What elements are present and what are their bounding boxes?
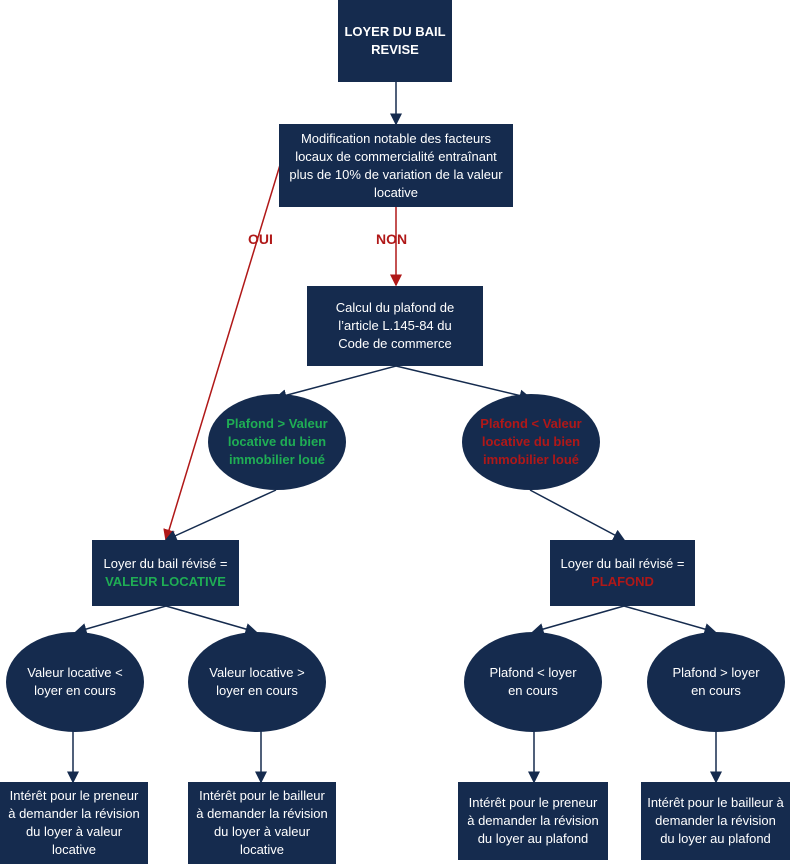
vl-gt-node: Valeur locative > loyer en cours	[188, 632, 326, 732]
plafond-calc-label: Calcul du plafond de l’article L.145-84 …	[335, 300, 455, 351]
outcome-preneur-pl-node: Intérêt pour le preneur à demander la ré…	[458, 782, 608, 860]
result-vl-value: VALEUR LOCATIVE	[105, 574, 226, 589]
result-valeur-locative-node: Loyer du bail révisé = VALEUR LOCATIVE	[92, 540, 239, 606]
non-label: NON	[376, 231, 408, 247]
plafond-calc-node: Calcul du plafond de l’article L.145-84 …	[307, 286, 483, 366]
edge-gt-result-vl	[164, 489, 277, 542]
edge-pl-left	[531, 605, 625, 635]
pl-lt-label: Plafond < loyer en cours	[489, 665, 577, 698]
vl-lt-node: Valeur locative < loyer en cours	[6, 632, 144, 732]
outcome-4-label: Intérêt pour le bailleur à demander la r…	[647, 795, 784, 846]
result-vl-prefix: Loyer du bail révisé =	[103, 556, 228, 571]
condition-label: Modification notable des facteurs locaux…	[289, 130, 503, 200]
edge-plafond-gt	[274, 365, 397, 402]
outcome-1-label: Intérêt pour le preneur à demander la ré…	[8, 788, 140, 857]
pl-lt-node: Plafond < loyer en cours	[464, 632, 602, 732]
root-label: LOYER DU BAIL REVISE	[344, 24, 446, 57]
edge-lt-result-pl	[529, 489, 626, 541]
vl-lt-label: Valeur locative < loyer en cours	[27, 665, 123, 698]
pl-gt-label: Plafond > loyer en cours	[672, 665, 760, 698]
condition-node: Modification notable des facteurs locaux…	[279, 124, 513, 207]
outcome-2-label: Intérêt pour le bailleur à demander la r…	[196, 788, 328, 857]
edge-vl-left	[74, 605, 167, 635]
result-plafond-node: Loyer du bail révisé = PLAFOND	[550, 540, 695, 606]
plafond-lt-label: Plafond < Valeur locative du bien immobi…	[480, 416, 582, 467]
oui-label: OUI	[248, 231, 273, 247]
plafond-gt-node: Plafond > Valeur locative du bien immobi…	[208, 394, 346, 490]
root-node: LOYER DU BAIL REVISE	[338, 0, 452, 82]
pl-gt-node: Plafond > loyer en cours	[647, 632, 785, 732]
outcome-bailleur-vl-node: Intérêt pour le bailleur à demander la r…	[188, 782, 336, 864]
result-pl-prefix: Loyer du bail révisé =	[560, 556, 685, 571]
plafond-gt-label: Plafond > Valeur locative du bien immobi…	[226, 416, 328, 467]
edge-plafond-lt	[395, 365, 532, 402]
result-pl-value: PLAFOND	[591, 574, 654, 589]
vl-gt-label: Valeur locative > loyer en cours	[209, 665, 305, 698]
edge-condition-oui	[163, 164, 281, 542]
edge-pl-right	[623, 605, 717, 635]
outcome-3-label: Intérêt pour le preneur à demander la ré…	[467, 795, 599, 846]
edge-vl-right	[165, 605, 258, 635]
outcome-preneur-vl-node: Intérêt pour le preneur à demander la ré…	[0, 782, 148, 864]
outcome-bailleur-pl-node: Intérêt pour le bailleur à demander la r…	[641, 782, 790, 860]
plafond-lt-node: Plafond < Valeur locative du bien immobi…	[462, 394, 600, 490]
